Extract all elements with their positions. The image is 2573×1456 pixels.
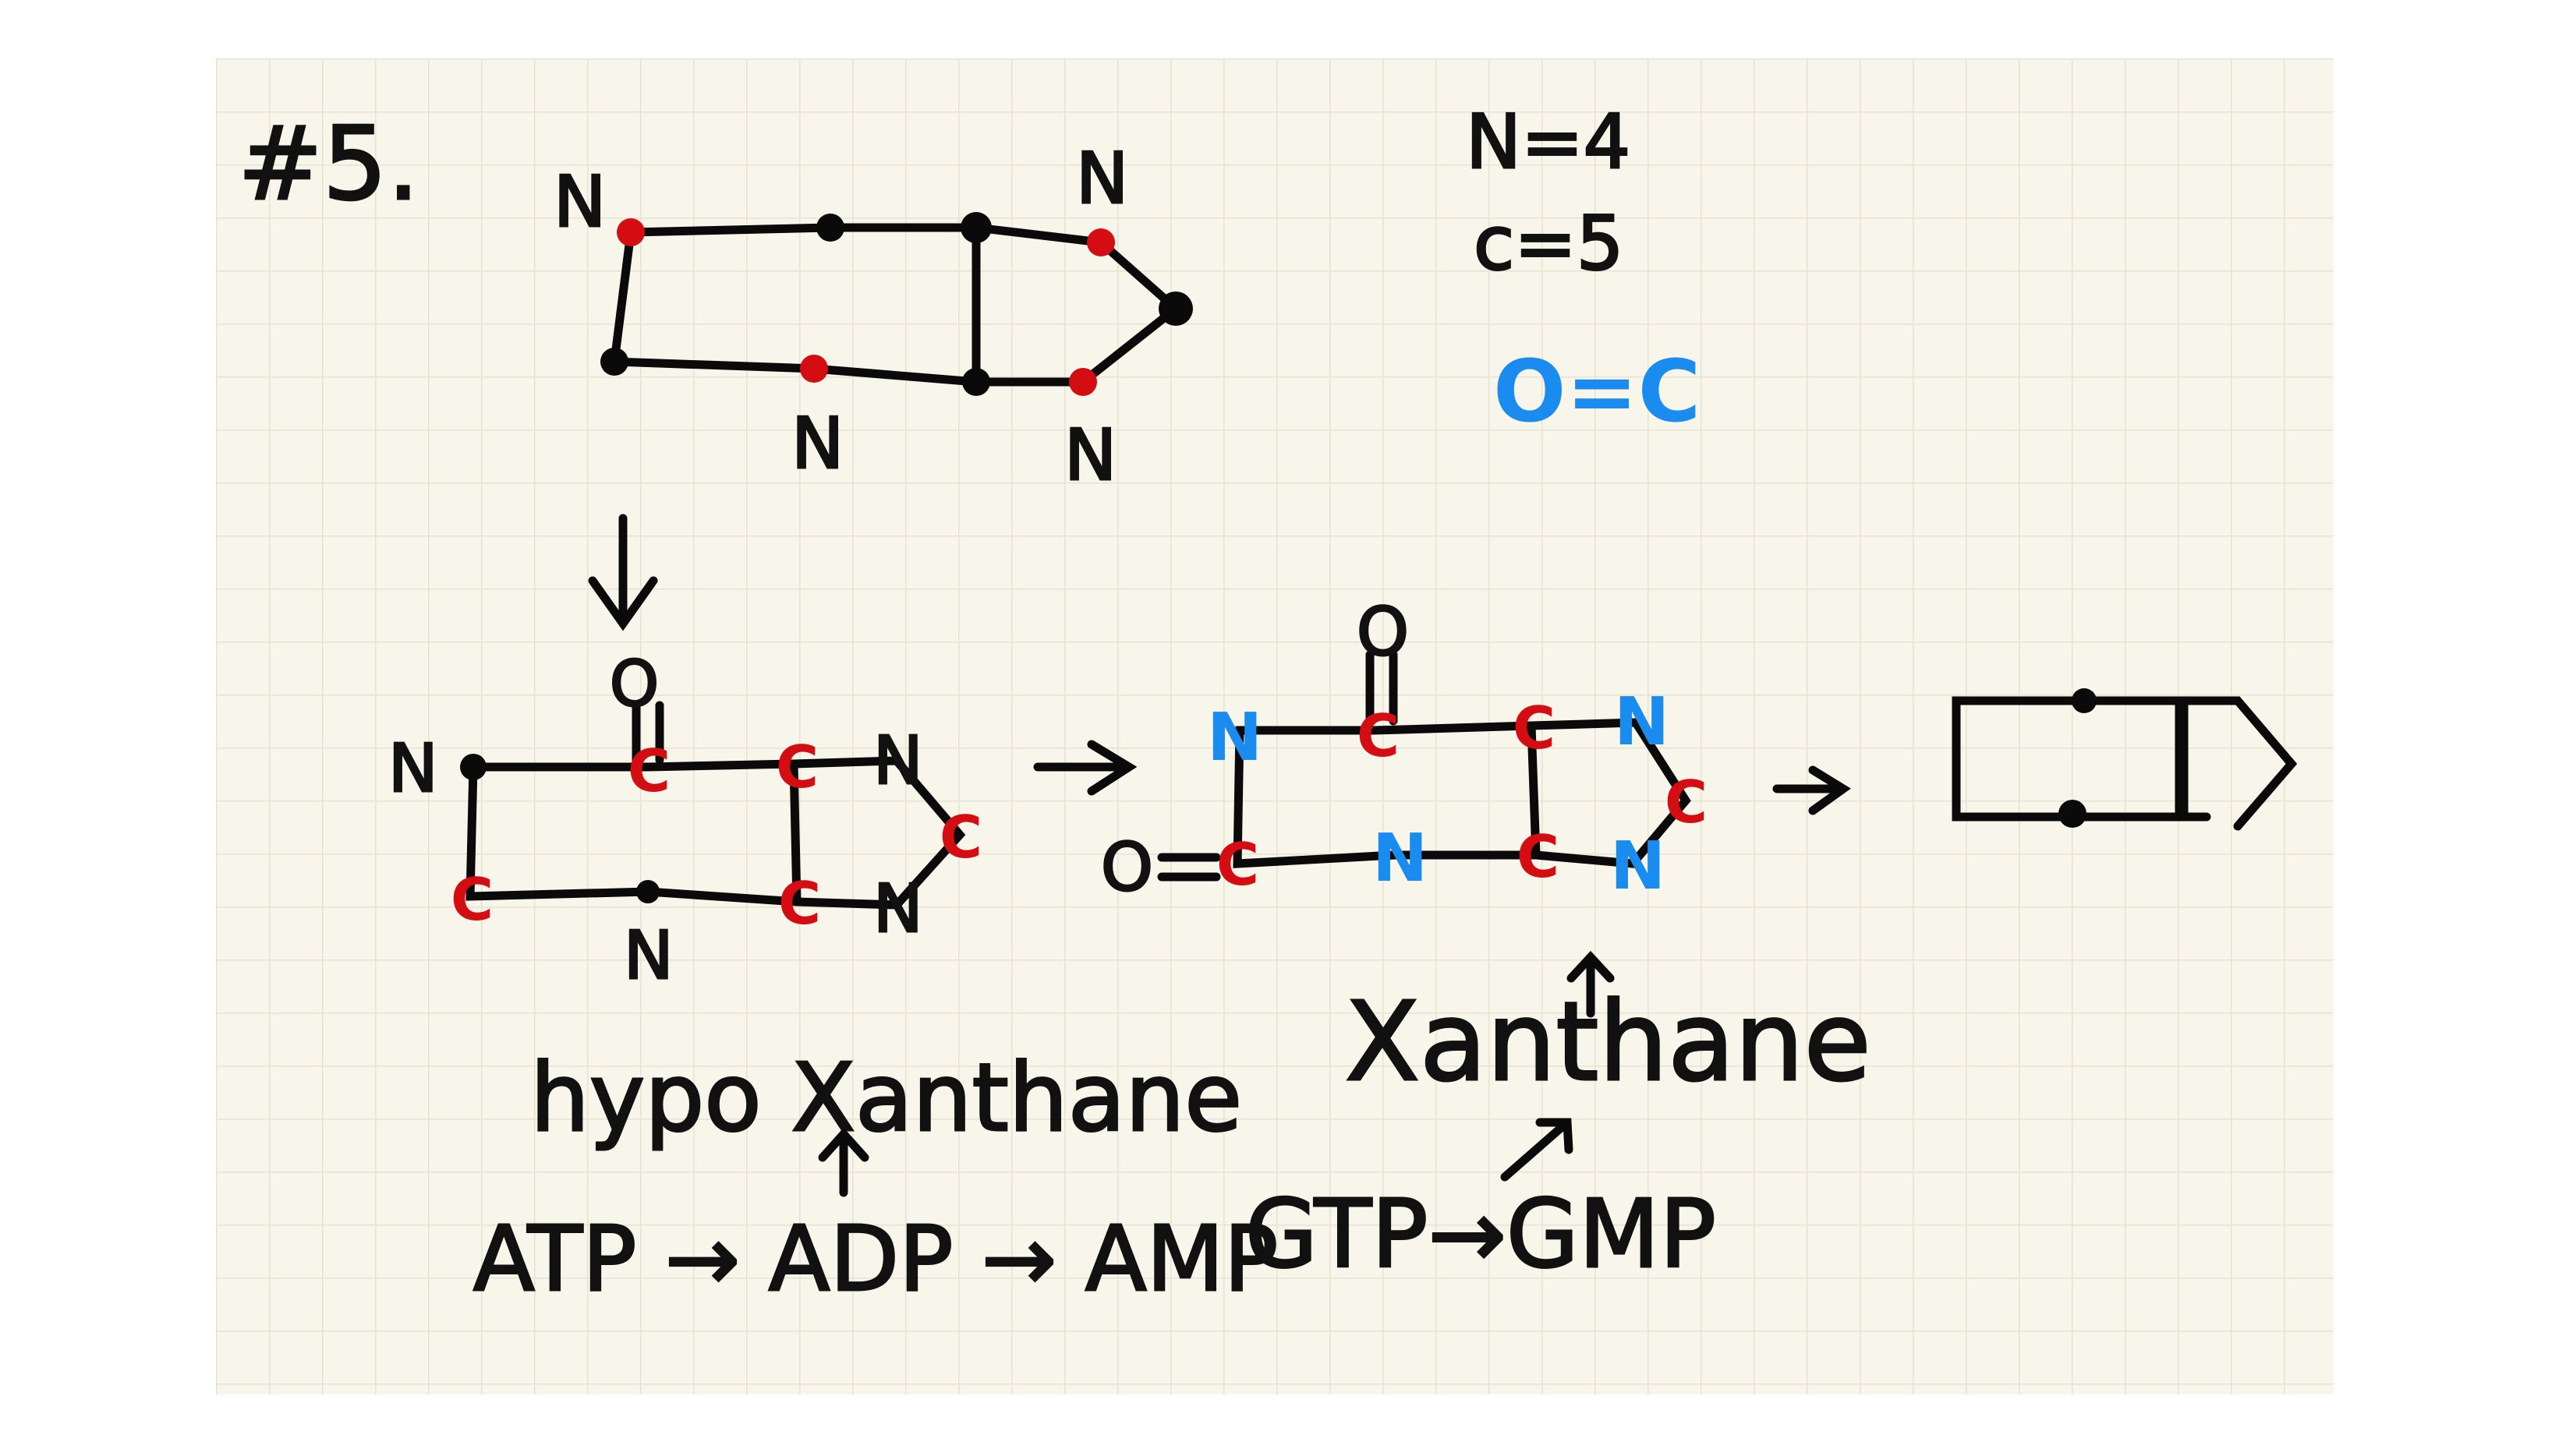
atom-node xyxy=(2072,688,2097,713)
gtp-pathway: GTP→GMP xyxy=(1245,1181,1716,1289)
atom-label-n: N xyxy=(873,871,923,948)
atom-label-n: N xyxy=(388,730,438,808)
up-arrow xyxy=(1566,950,1615,1018)
atom-node xyxy=(600,348,628,376)
hypoxanthine-structure: O N C C N C N C N C xyxy=(388,647,983,996)
atom-node xyxy=(460,754,487,780)
n-label: N xyxy=(1076,138,1128,220)
atom-node xyxy=(2058,800,2086,828)
atom-label-n: N xyxy=(873,723,923,800)
xanthine-name: Xanthane xyxy=(1345,979,1871,1106)
bond-line xyxy=(1233,718,1691,868)
atom-node-red xyxy=(800,355,828,383)
atom-node-red xyxy=(1069,368,1097,396)
atom-label-c: C xyxy=(1357,701,1400,770)
atom-label-n: N xyxy=(624,917,674,995)
atom-label-c: C xyxy=(776,733,819,801)
atom-label-n: N xyxy=(1614,684,1669,761)
atom-node xyxy=(961,212,992,243)
purine-skeleton: N N N N xyxy=(553,137,1193,498)
problem-heading: #5. xyxy=(238,104,419,223)
n-label: N xyxy=(554,161,606,243)
legend-o-equals-c: O=C xyxy=(1493,341,1701,441)
atom-node xyxy=(816,214,844,242)
hypoxanthine-name: hypo Xanthane xyxy=(530,1044,1242,1153)
bond-line xyxy=(609,223,1183,387)
atom-node xyxy=(1159,292,1193,326)
carbon-count: c=5 xyxy=(1474,201,1623,287)
n-label: N xyxy=(1064,415,1117,497)
atom-label-c: C xyxy=(451,865,494,934)
down-arrow xyxy=(588,514,658,631)
bond-line xyxy=(1157,853,1221,882)
bond-line xyxy=(2179,696,2298,831)
atom-label-o: O xyxy=(610,648,659,720)
atom-label-n: N xyxy=(1372,820,1428,897)
up-arrow xyxy=(818,1127,869,1197)
right-arrow xyxy=(1033,740,1138,796)
purine-sketch xyxy=(1952,688,2298,831)
atom-node-red xyxy=(617,218,645,246)
right-arrow xyxy=(1772,765,1851,815)
bond-line xyxy=(1527,721,1541,860)
atom-node xyxy=(962,368,990,396)
atom-node xyxy=(636,880,660,903)
bond-line xyxy=(632,701,664,765)
nitrogen-count: N=4 xyxy=(1466,100,1630,186)
bond-line xyxy=(1365,650,1398,726)
atom-label-c: C xyxy=(1665,768,1708,836)
atom-label-c: C xyxy=(1517,822,1559,891)
n-label: N xyxy=(791,403,844,485)
bond-line xyxy=(465,756,966,910)
up-arrow xyxy=(1500,1118,1573,1182)
atp-pathway: ATP → ADP → AMP xyxy=(473,1207,1278,1312)
atom-label-n: N xyxy=(1207,699,1262,776)
atom-label-c: C xyxy=(628,737,671,805)
atom-node-red xyxy=(1087,228,1115,256)
atom-label-o: O xyxy=(1357,594,1409,671)
atom-label-n: N xyxy=(1610,828,1665,905)
atom-label-o: O xyxy=(1101,829,1153,906)
xanthine-structure: O N C C N C N C N C O xyxy=(1100,593,1708,908)
atom-label-c: C xyxy=(778,869,821,938)
atom-label-c: C xyxy=(1513,694,1555,762)
atom-label-c: C xyxy=(940,803,982,871)
atom-label-c: C xyxy=(1216,830,1259,899)
bond-line xyxy=(789,759,802,906)
